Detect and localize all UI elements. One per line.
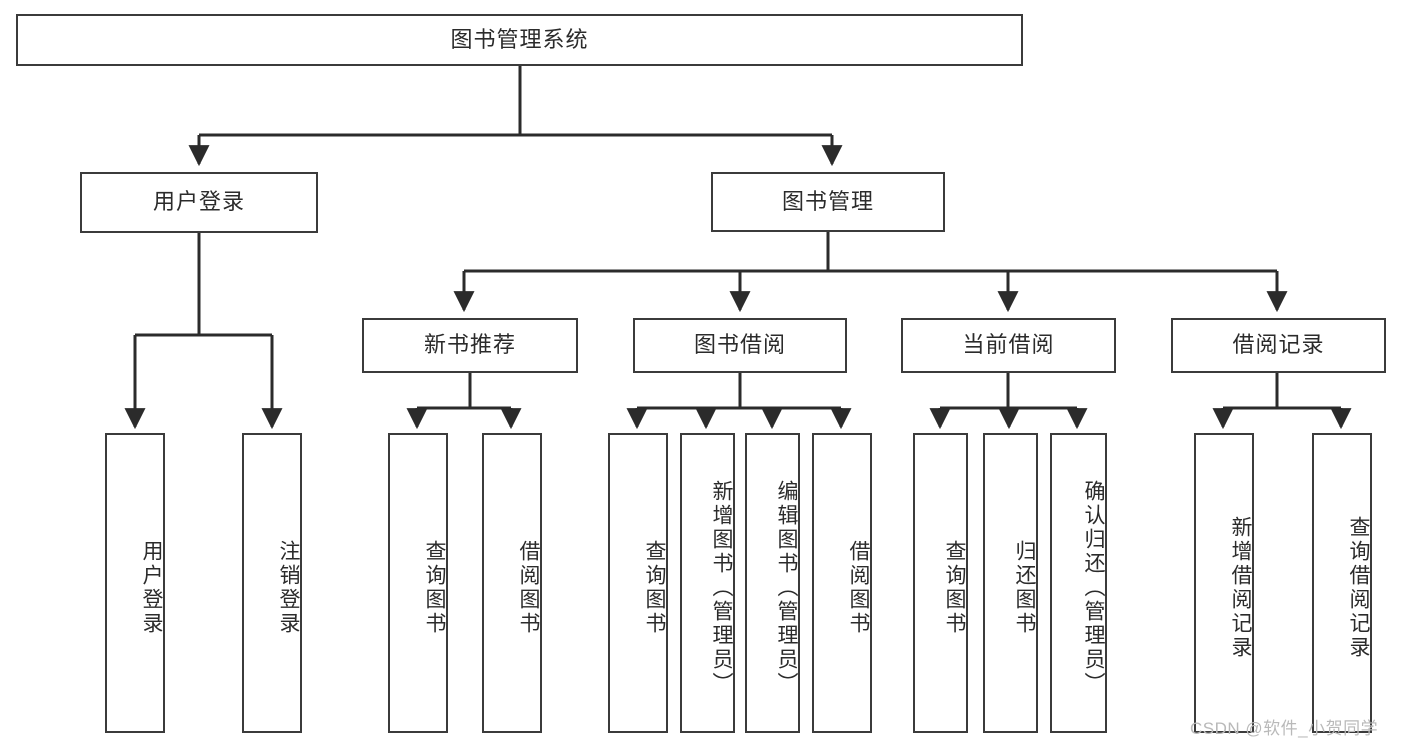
node-root-system[interactable]: 图书管理系统 (16, 14, 1023, 66)
leaf-record-query-record[interactable]: 查询借阅记录 (1312, 433, 1372, 733)
leaf-user-login-signin[interactable]: 用户登录 (105, 433, 165, 733)
node-label: 新书推荐 (423, 332, 516, 358)
node-label: 编辑图书（管理员） (775, 480, 798, 696)
node-label: 查询借阅记录 (1347, 516, 1370, 660)
leaf-user-login-signout[interactable]: 注销登录 (242, 433, 302, 733)
csdn-watermark: CSDN @软件_小贺同学 (1190, 719, 1379, 738)
node-label: 新增图书（管理员） (710, 480, 733, 696)
leaf-current-confirm-return[interactable]: 确认归还（管理员） (1050, 433, 1107, 733)
node-label: 用户登录 (140, 540, 163, 636)
node-label: 借阅图书 (517, 540, 540, 636)
node-label: 归还图书 (1013, 540, 1036, 636)
leaf-recommend-query-book[interactable]: 查询图书 (388, 433, 448, 733)
leaf-current-return-book[interactable]: 归还图书 (983, 433, 1038, 733)
node-new-book-recommend[interactable]: 新书推荐 (362, 318, 578, 373)
leaf-borrow-borrow-book[interactable]: 借阅图书 (812, 433, 872, 733)
node-label: 确认归还（管理员） (1082, 480, 1105, 696)
leaf-borrow-query-book[interactable]: 查询图书 (608, 433, 668, 733)
node-user-login[interactable]: 用户登录 (80, 172, 318, 233)
node-label: 注销登录 (277, 540, 300, 636)
node-label: 借阅图书 (847, 540, 870, 636)
leaf-borrow-add-book[interactable]: 新增图书（管理员） (680, 433, 735, 733)
leaf-current-query-book[interactable]: 查询图书 (913, 433, 968, 733)
node-book-management[interactable]: 图书管理 (711, 172, 945, 232)
node-label: 图书借阅 (693, 332, 786, 358)
node-label: 当前借阅 (962, 332, 1055, 358)
leaf-recommend-borrow-book[interactable]: 借阅图书 (482, 433, 542, 733)
node-label: 借阅记录 (1232, 332, 1325, 358)
node-label: 查询图书 (643, 540, 666, 636)
leaf-record-add-record[interactable]: 新增借阅记录 (1194, 433, 1254, 733)
node-label: 图书管理 (781, 188, 874, 214)
node-book-borrow[interactable]: 图书借阅 (633, 318, 847, 373)
node-current-borrow[interactable]: 当前借阅 (901, 318, 1116, 373)
node-label: 图书管理系统 (450, 26, 589, 52)
node-borrow-record[interactable]: 借阅记录 (1171, 318, 1386, 373)
leaf-borrow-edit-book[interactable]: 编辑图书（管理员） (745, 433, 800, 733)
node-label: 查询图书 (943, 540, 966, 636)
node-label: 新增借阅记录 (1229, 516, 1252, 660)
node-label: 查询图书 (423, 540, 446, 636)
node-label: 用户登录 (152, 189, 245, 215)
